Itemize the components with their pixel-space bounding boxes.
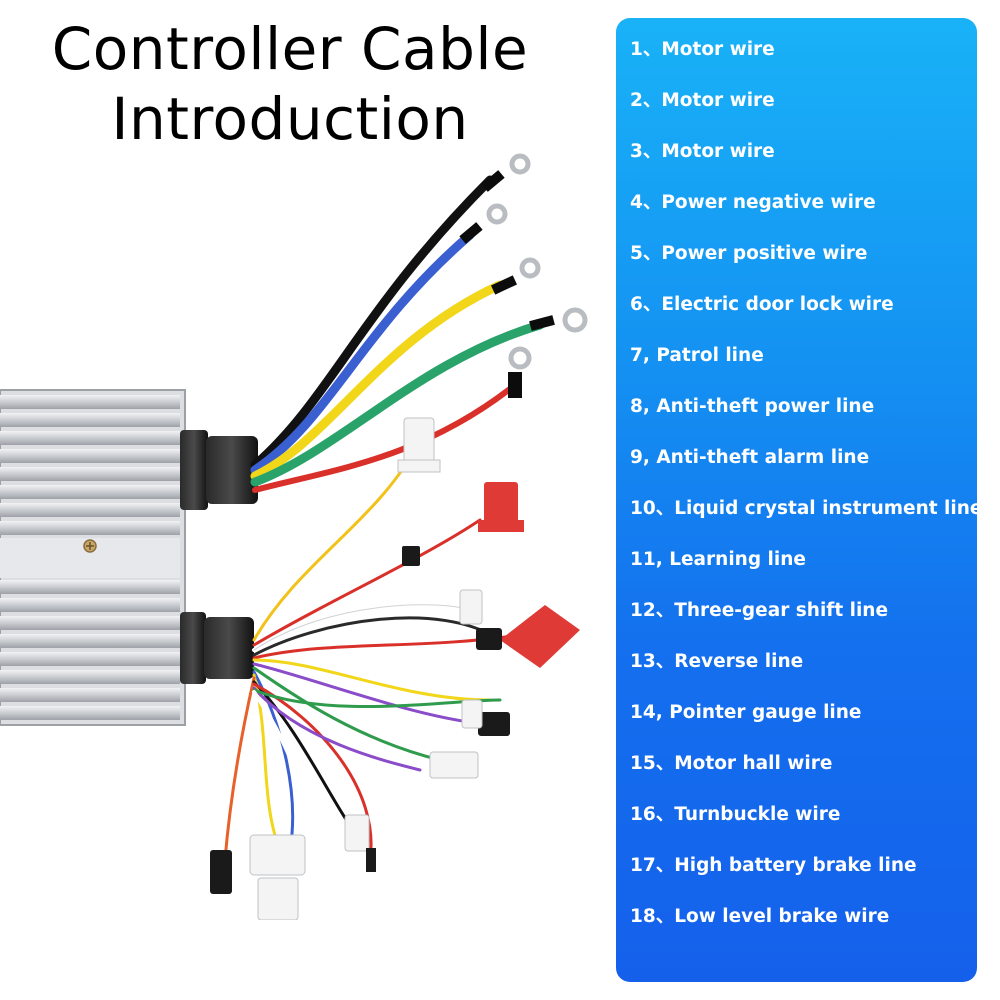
- list-item: 8, Anti-theft power line: [630, 396, 875, 417]
- ring-terminal-icon: [491, 257, 541, 295]
- wire-connector-icon: [397, 417, 441, 473]
- list-item: 11, Learning line: [630, 549, 806, 570]
- wire-connector-icon: [459, 589, 502, 650]
- wire-connector-icon: [500, 605, 580, 668]
- list-item: 3、Motor wire: [630, 141, 775, 162]
- list-item: 18、Low level brake wire: [630, 906, 890, 927]
- list-item: 9, Anti-theft alarm line: [630, 447, 870, 468]
- power-wires: [250, 175, 545, 493]
- cable-list-panel: 1、Motor wire 2、Motor wire 3、Motor wire 4…: [616, 18, 982, 982]
- controller-unit-illustration: [0, 153, 588, 920]
- list-item: 14, Pointer gauge line: [630, 702, 862, 723]
- list-item: 12、Three-gear shift line: [630, 600, 889, 621]
- signal-harness: [223, 438, 522, 882]
- list-item: 5、Power positive wire: [630, 243, 868, 264]
- ring-terminal-icon: [529, 307, 588, 333]
- wire-connector-icon: [429, 751, 479, 779]
- ring-terminal-icon: [508, 346, 532, 398]
- wire-connector-icon: [402, 546, 420, 566]
- list-item: 4、Power negative wire: [630, 192, 876, 213]
- wire-connector-icon: [344, 814, 376, 872]
- cable-gland-icon: [180, 430, 258, 510]
- wire-connector-icon: [478, 482, 524, 532]
- list-item: 15、Motor hall wire: [630, 753, 833, 774]
- list-item: 10、Liquid crystal instrument line: [630, 498, 983, 519]
- cable-gland-icon: [180, 612, 254, 684]
- aluminum-housing: [0, 389, 186, 726]
- list-item: 6、Electric door lock wire: [630, 294, 894, 315]
- ring-terminal-icon: [459, 203, 508, 244]
- wire-connector-icon: [210, 834, 306, 920]
- list-item: 2、Motor wire: [630, 90, 775, 111]
- list-item: 1、Motor wire: [630, 39, 775, 60]
- list-item: 16、Turnbuckle wire: [630, 804, 841, 825]
- title-line-2: Introduction: [111, 85, 469, 153]
- list-item: 17、High battery brake line: [630, 855, 917, 876]
- list-item: 7, Patrol line: [630, 345, 764, 366]
- wire-connector-icon: [461, 699, 510, 736]
- ring-terminal-icon: [481, 153, 531, 192]
- cable-list: 1、Motor wire 2、Motor wire 3、Motor wire 4…: [630, 36, 982, 954]
- list-item: 13、Reverse line: [630, 651, 804, 672]
- title-line-1: Controller Cable: [51, 15, 529, 83]
- page-title: Controller Cable Introduction: [10, 14, 570, 154]
